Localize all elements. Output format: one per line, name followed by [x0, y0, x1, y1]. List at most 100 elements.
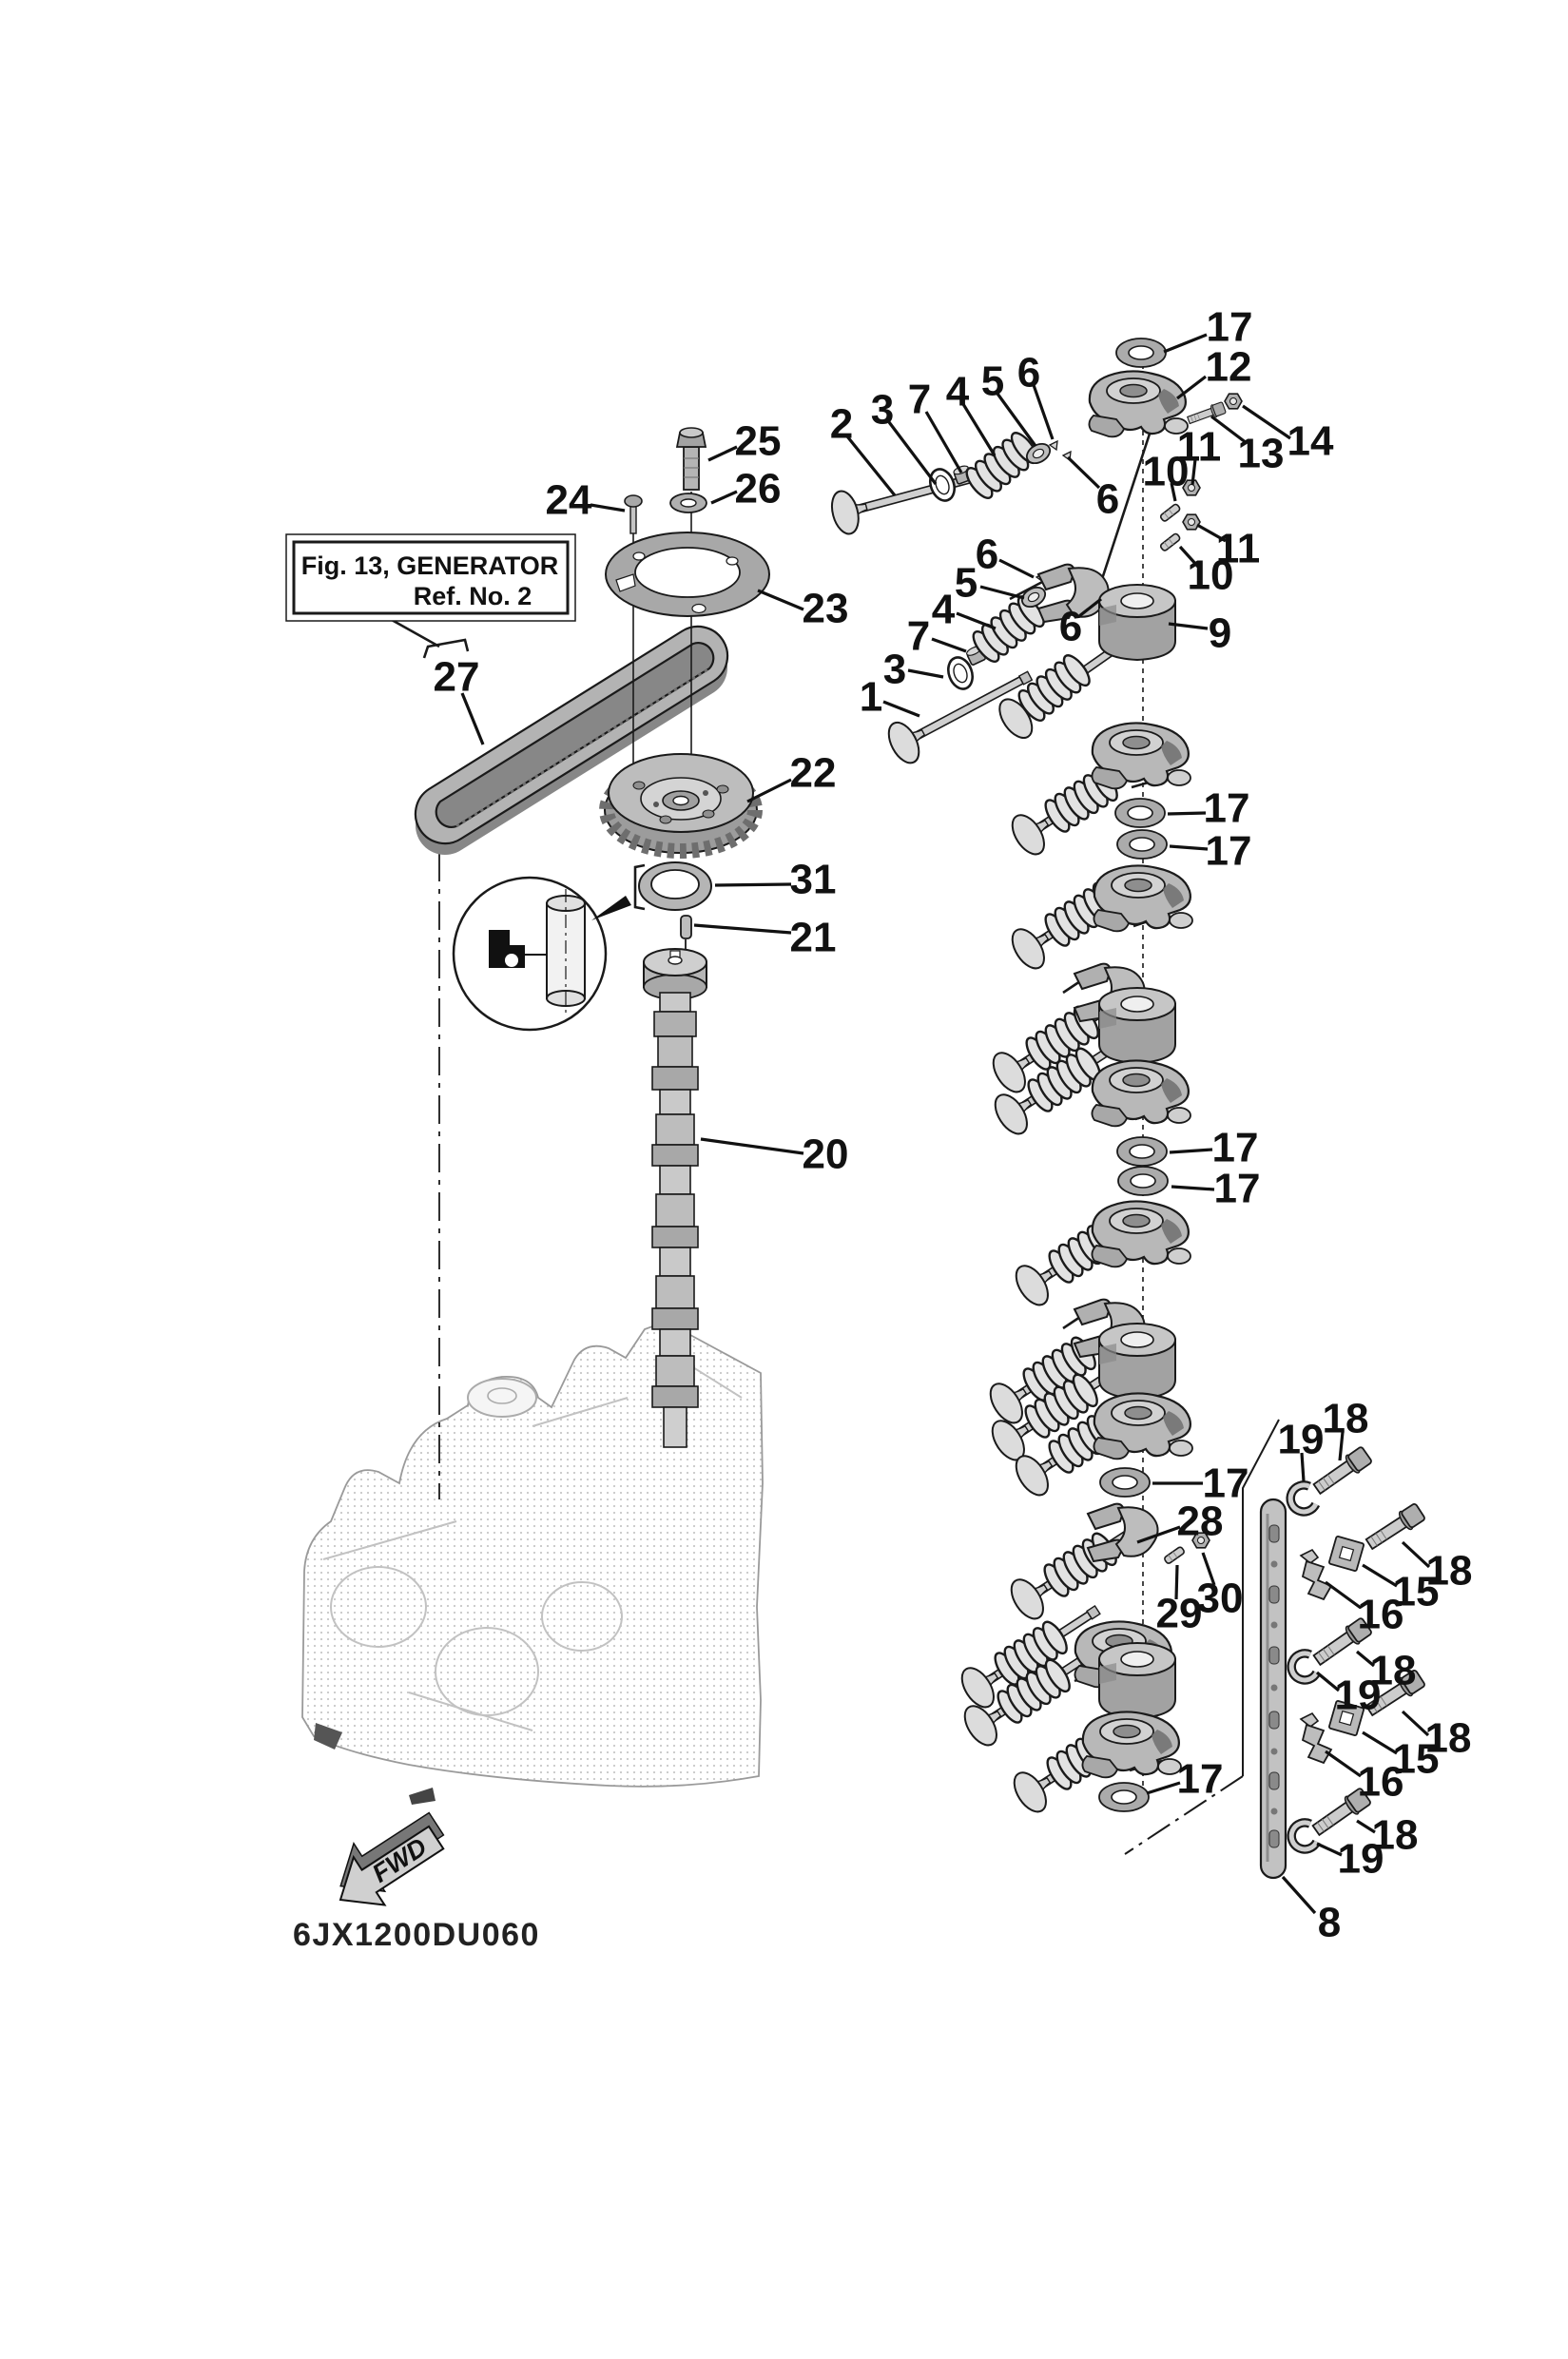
clamp-16 — [1300, 1549, 1332, 1600]
centerlines — [438, 364, 1144, 1786]
part-callout-8-53: 8 — [1318, 1900, 1341, 1946]
callout-leader-7-28 — [931, 637, 967, 653]
callout-leader-6-25 — [998, 558, 1035, 579]
part-callout-25-0: 25 — [735, 418, 782, 465]
callout-leader-17-34 — [1169, 1148, 1213, 1154]
callout-leader-5-26 — [979, 585, 1025, 600]
inset-pointer-arrow — [591, 896, 631, 920]
part-callout-16-50: 16 — [1358, 1759, 1404, 1806]
generator-ref-box: Fig. 13, GENERATOR Ref. No. 2 — [285, 533, 576, 622]
engine-block — [301, 1321, 764, 1805]
callout-leader-5-19 — [996, 393, 1037, 447]
callout-leader-12-10 — [1176, 375, 1207, 400]
callout-leader-19-52 — [1316, 1842, 1343, 1857]
callout-leader-7-17 — [924, 411, 963, 474]
part-callout-6-20: 6 — [1017, 350, 1040, 396]
part-callout-17-32: 17 — [1204, 785, 1250, 832]
callout-leader-18-51 — [1356, 1819, 1376, 1834]
part-callout-18-46: 18 — [1370, 1648, 1417, 1694]
part-callout-12-10: 12 — [1206, 344, 1252, 391]
part-callout-17-34: 17 — [1212, 1125, 1259, 1171]
callout-leader-31-6 — [714, 882, 792, 887]
bolt-18 — [1363, 1501, 1427, 1555]
callout-leader-11-13 — [1191, 458, 1197, 486]
part-callout-18-43: 18 — [1426, 1548, 1473, 1595]
callout-leader-19-47 — [1315, 1671, 1341, 1692]
plate-15 — [1327, 1535, 1365, 1573]
callout-leader-18-42 — [1338, 1431, 1345, 1461]
part-callout-14-11: 14 — [1287, 418, 1334, 465]
callout-leader-29-39 — [1174, 1564, 1179, 1600]
part-callout-6-31: 6 — [1059, 604, 1082, 650]
callout-leader-30-38 — [1201, 1552, 1216, 1586]
callout-leader-17-40 — [1146, 1781, 1181, 1795]
part-callout-29-39: 29 — [1156, 1591, 1203, 1637]
part-callout-15-44: 15 — [1393, 1569, 1440, 1615]
fwd-arrow: FWD — [339, 1811, 445, 1906]
part-callout-11-22: 11 — [1216, 526, 1261, 572]
callout-leader-18-43 — [1401, 1540, 1431, 1569]
generator-ref-line1: Fig. 13, GENERATOR — [301, 551, 559, 580]
inset-seal-detail — [452, 876, 631, 1032]
part-callout-23-3: 23 — [803, 586, 849, 632]
lock-washer-19 — [1287, 1482, 1317, 1515]
callout-leader-20-8 — [700, 1137, 804, 1155]
part-callout-1-30: 1 — [860, 674, 882, 721]
part-callout-6-25: 6 — [976, 532, 998, 578]
callout-leader-27-4 — [460, 692, 485, 745]
part-callout-17-33: 17 — [1206, 828, 1252, 875]
part-callout-2-15: 2 — [830, 401, 853, 448]
part-callout-11-13: 11 — [1177, 424, 1222, 471]
callout-leader-15-44 — [1362, 1563, 1398, 1588]
mounting-bar-8 — [1124, 1419, 1427, 1880]
part-callout-17-40: 17 — [1177, 1756, 1224, 1803]
part-callout-7-17: 7 — [908, 377, 931, 423]
part-callout-3-16: 3 — [871, 387, 894, 434]
callout-leader-17-9 — [1163, 333, 1208, 354]
callout-leader-24-2 — [590, 503, 626, 512]
part-callout-18-51: 18 — [1372, 1812, 1419, 1859]
callout-leader-23-3 — [757, 589, 804, 611]
plate-washer-23 — [605, 532, 770, 617]
callout-leader-16-45 — [1325, 1580, 1362, 1610]
part-callout-20-8: 20 — [803, 1131, 849, 1178]
part-callout-24-2: 24 — [546, 477, 592, 524]
callout-leader-28-37 — [1136, 1525, 1181, 1544]
part-callout-22-5: 22 — [790, 750, 837, 797]
callout-leader-4-18 — [961, 403, 997, 456]
part-callout-7-28: 7 — [907, 613, 930, 660]
cam-sprocket-22 — [599, 753, 763, 859]
part-callout-27-4: 27 — [434, 654, 480, 701]
oring-31 — [633, 861, 712, 911]
callout-leader-6-20 — [1032, 384, 1055, 440]
part-callout-19-47: 19 — [1335, 1673, 1382, 1719]
bolt-25 — [675, 427, 707, 491]
callout-leader-9-24 — [1168, 622, 1209, 630]
part-callout-26-1: 26 — [735, 466, 782, 512]
callout-leader-17-32 — [1167, 811, 1207, 816]
woodruff-key-21 — [680, 915, 692, 939]
part-callout-31-6: 31 — [790, 857, 837, 903]
callout-leader-3-29 — [907, 668, 944, 679]
part-callout-4-18: 4 — [946, 369, 970, 416]
part-callout-6-21: 6 — [1096, 476, 1119, 523]
part-callout-10-14: 10 — [1143, 449, 1190, 495]
part-callout-19-41: 19 — [1278, 1417, 1325, 1463]
callout-leader-17-35 — [1171, 1185, 1215, 1191]
part-callout-18-48: 18 — [1425, 1715, 1472, 1762]
callout-leader-18-46 — [1355, 1650, 1376, 1668]
callout-leader-26-1 — [710, 490, 738, 505]
part-callout-13-12: 13 — [1238, 431, 1285, 477]
callout-leader-10-23 — [1178, 545, 1200, 569]
part-callout-17-35: 17 — [1214, 1166, 1261, 1212]
part-callout-16-45: 16 — [1358, 1592, 1404, 1638]
screw-24 — [624, 494, 643, 534]
part-callout-21-7: 21 — [790, 915, 837, 961]
part-callout-10-23: 10 — [1188, 552, 1234, 599]
callout-leader-16-50 — [1325, 1750, 1362, 1778]
part-callout-28-37: 28 — [1177, 1499, 1224, 1545]
washer-26 — [669, 493, 707, 513]
callout-leader-19-41 — [1300, 1452, 1306, 1482]
